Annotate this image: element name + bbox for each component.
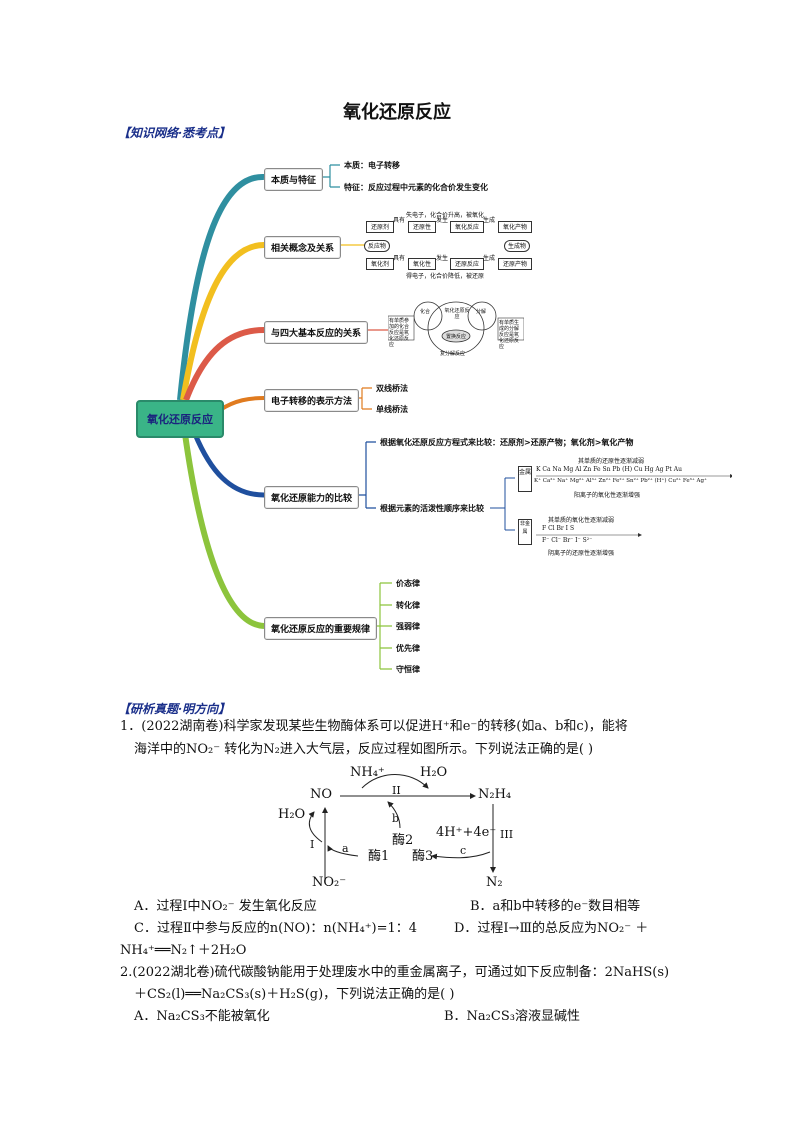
venn-label-combination: 化合 [420, 309, 431, 315]
leaf-compare-by-activity: 根据元素的活泼性顺序来比较 [380, 504, 484, 513]
leaf-compare-by-equation: 根据氧化还原反应方程式来比较：还原剂>还原产物；氧化剂>氧化产物 [380, 438, 634, 447]
process-iii: III [500, 828, 514, 841]
leaf-feature: 特征：反应过程中元素的化合价发生变化 [344, 183, 488, 192]
venn-label-redox: 氧化还原反应 [444, 308, 470, 320]
metal-bottom-note: 阳离子的氧化性逐渐增强 [574, 492, 641, 499]
leaf-double-bridge: 双线桥法 [376, 384, 408, 393]
concept-box-oxidation-reaction: 氧化反应 [450, 221, 484, 233]
species-h2o-left: H₂O [278, 807, 306, 822]
enzyme-2: 酶2 [392, 833, 414, 848]
concept-arrow-label: 具有 [393, 217, 406, 224]
concept-arrow-label: 生成 [483, 217, 496, 224]
branch-four-basic-reactions: 与四大基本反应的关系 [264, 321, 369, 344]
q1-option-d-cont: NH₄⁺══N₂↑＋2H₂O [120, 943, 247, 958]
branch-curve-3 [183, 327, 265, 402]
enzyme-3: 酶3 [412, 849, 434, 864]
venn-label-displacement: 置换反应 [446, 334, 467, 340]
concept-box-reductant: 还原剂 [366, 221, 394, 233]
branch-essence-features: 本质与特征 [264, 168, 324, 191]
metal-activity-series: 金属 其单质的还原性逐渐减弱 K Ca Na Mg Al Zn Fe Sn Pb… [518, 456, 732, 500]
branch-redox-ability: 氧化还原能力的比较 [264, 486, 360, 509]
concept-box-oxidizability: 氧化性 [408, 258, 436, 270]
venn-label-double-decomposition: 复分解反应 [440, 351, 466, 357]
concept-product: 生成物 [504, 240, 530, 252]
concept-top-note: 失电子，化合价升高，被氧化 [406, 212, 485, 219]
concept-box-reducibility: 还原性 [408, 221, 436, 233]
leaf-single-bridge: 单线桥法 [376, 405, 408, 414]
q2-stem-line2: ＋CS₂(l)══Na₂CS₃(s)＋H₂S(g)，下列说法正确的是( ) [134, 987, 455, 1002]
branch-curve-2 [180, 242, 265, 401]
q2-stem-line1: 2.(2022湖北卷)硫代碳酸钠能用于处理废水中的重金属离子，可通过如下反应制备… [120, 965, 670, 980]
q1-option-c: C．过程Ⅱ中参与反应的n(NO)：n(NH₄⁺)=1：4 [134, 921, 418, 936]
concept-bottom-note: 得电子，化合价降低，被还原 [406, 273, 485, 280]
species-no2: NO₂⁻ [312, 875, 347, 890]
section-header-knowledge: 【知识网络·悉考点】 [118, 126, 231, 140]
page-title: 氧化还原反应 [343, 102, 451, 123]
leaf-rule-conversion: 转化律 [396, 601, 420, 610]
concept-box-oxidation-product: 氧化产物 [498, 221, 532, 233]
branch-electron-transfer: 电子转移的表示方法 [264, 389, 360, 412]
q2-option-a: A．Na₂CS₃不能被氧化 [134, 1009, 270, 1024]
q1-stem-line2: 海洋中的NO₂⁻ 转化为N₂进入大气层，反应过程如图所示。下列说法正确的是( ) [134, 742, 594, 757]
branch-curve-6 [182, 433, 265, 629]
metal-ions: K⁺ Ca²⁺ Na⁺ Mg²⁺ Al³⁺ Zn²⁺ Fe²⁺ Sn²⁺ Pb²… [534, 478, 707, 484]
label-c: c [460, 844, 467, 857]
concept-arrow-label: 发生 [436, 217, 449, 224]
leaf-essence: 本质：电子转移 [344, 161, 400, 170]
concept-box-reduction-product: 还原产物 [498, 258, 532, 270]
process-ii: II [392, 784, 401, 797]
branch-curve-1 [177, 173, 265, 401]
q1-reaction-diagram: NO NH₄⁺ H₂O N₂H₄ H₂O NO₂⁻ N₂ II I III a … [270, 760, 530, 892]
species-n2h4: N₂H₄ [478, 787, 512, 802]
branch-curve-4 [218, 396, 265, 412]
leaf-rule-valence: 价态律 [396, 579, 420, 588]
concept-box-reduction-reaction: 还原反应 [450, 258, 484, 270]
q1-option-d: D．过程Ⅰ→Ⅲ的总反应为NO₂⁻ ＋ [454, 921, 649, 936]
section-header-exam: 【研析真题·明方向】 [118, 702, 231, 716]
nonmetal-tag: 非金属 [518, 519, 532, 545]
venn-diagram: 有单质参加的化合反应是氧化还原反应 有单质生成的分解反应是氧化还原反应 化合 氧… [388, 298, 524, 358]
mindmap-connectors [177, 164, 515, 670]
concept-arrow-label: 发生 [436, 255, 449, 262]
q1-option-a: A．过程Ⅰ中NO₂⁻ 发生氧化反应 [134, 899, 317, 914]
metal-top-note: 其单质的还原性逐渐减弱 [578, 458, 645, 465]
species-no: NO [310, 787, 333, 802]
label-b: b [392, 812, 400, 825]
nonmetal-bottom-note: 阴离子的还原性逐渐增强 [548, 550, 615, 557]
branch-important-rules: 氧化还原反应的重要规律 [264, 617, 378, 640]
mindmap-root: 氧化还原反应 [136, 400, 224, 438]
process-i: I [310, 838, 315, 851]
branch-related-concepts: 相关概念及关系 [264, 236, 342, 259]
enzyme-1: 酶1 [368, 849, 390, 864]
species-nh4: NH₄⁺ [350, 765, 385, 780]
q1-option-b: B．a和b中转移的e⁻数目相等 [470, 899, 641, 914]
venn-right-note: 有单质生成的分解反应是氧化还原反应 [499, 320, 520, 350]
nonmetal-activity-series: 非金属 其单质的氧化性逐渐减弱 F Cl Br I S F⁻ Cl⁻ Br⁻ I… [518, 515, 648, 559]
metal-elements: K Ca Na Mg Al Zn Fe Sn Pb (H) Cu Hg Ag P… [536, 466, 682, 473]
species-h2o-top: H₂O [420, 765, 448, 780]
leaf-rule-priority: 优先律 [396, 644, 420, 653]
concept-diagram: 失电子，化合价升高，被氧化 还原剂 还原性 氧化反应 氧化产物 具有 发生 生成… [362, 210, 540, 282]
leaf-rule-strength: 强弱律 [396, 622, 420, 631]
nonmetal-ions: F⁻ Cl⁻ Br⁻ I⁻ S²⁻ [542, 537, 593, 544]
venn-label-decomposition: 分解 [476, 309, 487, 315]
venn-left-note: 有单质参加的化合反应是氧化还原反应 [389, 318, 410, 348]
species-n2: N₂ [486, 875, 503, 890]
leaf-rule-conservation: 守恒律 [396, 665, 420, 674]
concept-reactant: 反应物 [364, 240, 390, 252]
concept-box-oxidant: 氧化剂 [366, 258, 394, 270]
q1-stem-line1: 1．(2022湖南卷)科学家发现某些生物酶体系可以促进H⁺和e⁻的转移(如a、b… [120, 719, 628, 734]
q2-option-b: B．Na₂CS₃溶液显碱性 [444, 1009, 580, 1024]
nonmetal-top-note: 其单质的氧化性逐渐减弱 [548, 517, 615, 524]
h-e-label: 4H⁺+4e⁻ [436, 825, 497, 840]
branch-curve-5 [192, 433, 265, 498]
label-a: a [342, 842, 349, 855]
nonmetal-elements: F Cl Br I S [542, 525, 575, 532]
concept-arrow-label: 生成 [483, 255, 496, 262]
metal-tag: 金属 [518, 466, 532, 492]
concept-arrow-label: 具有 [393, 255, 406, 262]
